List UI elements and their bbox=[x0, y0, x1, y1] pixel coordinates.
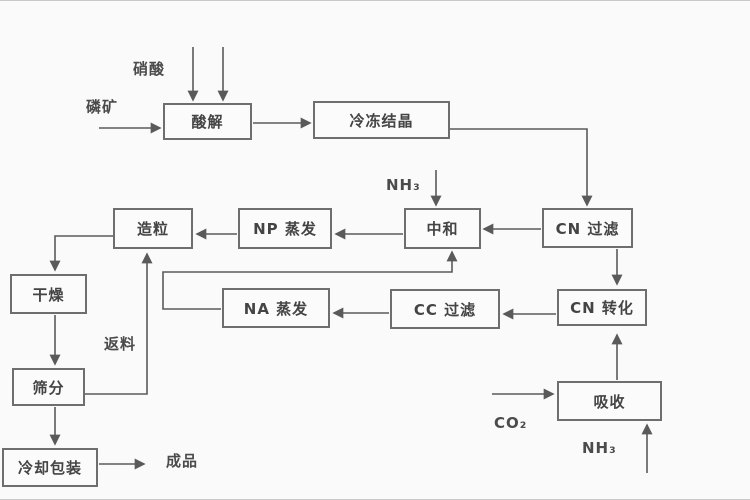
label-phosphate-rock: 磷矿 bbox=[86, 98, 119, 116]
node-freeze-crystal: 冷冻结晶 bbox=[313, 101, 450, 139]
node-screening: 筛分 bbox=[12, 368, 85, 406]
node-cooling-packaging: 冷却包装 bbox=[2, 448, 98, 487]
edge-screening-recycle-to-granulation bbox=[85, 252, 153, 395]
node-absorption: 吸收 bbox=[557, 381, 662, 421]
node-neutralization: 中和 bbox=[404, 208, 481, 249]
edge-granulation-to-drying bbox=[49, 235, 113, 272]
edge-freeze-crystal-to-cn-filtration bbox=[450, 128, 593, 207]
node-cc-filtration: CC 过滤 bbox=[390, 289, 500, 329]
node-cn-conversion: CN 转化 bbox=[557, 289, 647, 326]
label-nitric-acid: 硝酸 bbox=[133, 60, 166, 78]
label-nh3-bottom: NH₃ bbox=[582, 439, 617, 457]
node-np-evaporation: NP 蒸发 bbox=[238, 208, 332, 249]
node-drying: 干燥 bbox=[10, 274, 87, 314]
label-recycle: 返料 bbox=[104, 335, 137, 353]
label-product: 成品 bbox=[166, 452, 199, 470]
node-cn-filtration: CN 过滤 bbox=[542, 208, 633, 248]
edge-na-evaporation-to-neutralization bbox=[162, 250, 458, 310]
node-acidolysis: 酸解 bbox=[163, 103, 252, 140]
label-nh3-top: NH₃ bbox=[386, 176, 421, 194]
node-na-evaporation: NA 蒸发 bbox=[222, 288, 330, 328]
node-granulation: 造粒 bbox=[113, 208, 193, 249]
label-co2: CO₂ bbox=[494, 414, 528, 432]
